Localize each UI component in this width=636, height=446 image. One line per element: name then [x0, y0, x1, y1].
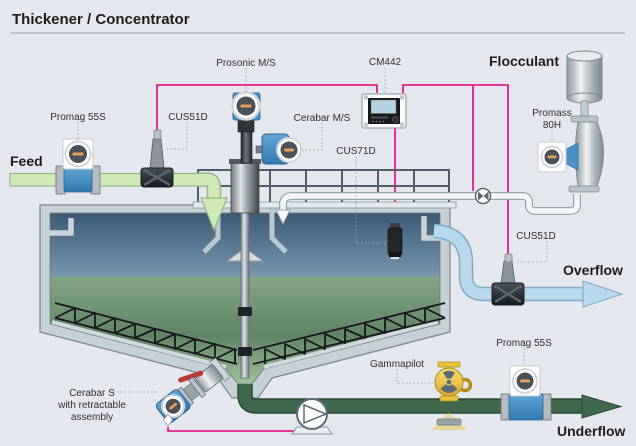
underflow-pump: [291, 398, 333, 435]
label-leaders: [77, 68, 553, 393]
overflow-arrow: [582, 280, 624, 308]
rake-truss: [54, 302, 446, 365]
feedwell-baffle-right: [269, 209, 288, 254]
cus71d-label: CUS71D: [336, 146, 375, 157]
promag-underflow-label: Promag 55S: [496, 338, 552, 349]
cm442-screen: [370, 99, 397, 114]
promag-55s-underflow: [500, 365, 552, 421]
cerabar-s-label-line1: Cerabar S: [69, 388, 115, 399]
cus51d-feed-sensor: [140, 129, 174, 188]
gammapilot-device: [431, 361, 473, 430]
cus51d-overflow-sensor: [491, 253, 525, 306]
promag-feed-label: Promag 55S: [50, 112, 106, 123]
underflow-arrow: [581, 394, 623, 419]
cerabar-ms-label: Cerabar M/S: [294, 113, 351, 124]
cus71d-sensor: [387, 223, 403, 260]
underflow-label: Underflow: [557, 423, 626, 439]
cerabar-s-label-line2: with retractable: [57, 400, 126, 411]
gamma-detector: [436, 418, 462, 426]
dosing-pump: [474, 187, 492, 205]
weir-left: [48, 218, 74, 236]
flocculant-label: Flocculant: [489, 53, 559, 69]
flocculant-tank: [566, 50, 603, 118]
overflow-pipe: [433, 223, 624, 308]
cerabar-s-device: [155, 357, 231, 427]
drive-column: [229, 159, 261, 214]
promass-label-line2: 80H: [543, 120, 561, 131]
promass-label-line1: Promass: [532, 108, 571, 119]
cerabar-s-label-line3: assembly: [71, 412, 113, 423]
signal-lines: [156, 84, 509, 432]
valve-handle: [178, 370, 204, 383]
bridge-deck: [192, 201, 457, 209]
cm442-label: CM442: [369, 57, 402, 68]
cus51d-feed-label: CUS51D: [168, 112, 207, 123]
cus51d-overflow-label: CUS51D: [516, 231, 555, 242]
radiation-icon: [440, 370, 458, 393]
page-title: Thickener / Concentrator: [12, 11, 190, 28]
cerabar-ms-device: [255, 133, 302, 165]
flocculant-pipe: [275, 187, 581, 226]
prosonic-label: Prosonic M/S: [216, 58, 276, 69]
gammapilot-label: Gammapilot: [370, 359, 424, 370]
feed-label: Feed: [10, 153, 43, 169]
promass-80h-device: [537, 115, 604, 193]
overflow-label: Overflow: [563, 262, 623, 278]
promag-55s-feed: [55, 138, 101, 195]
flocculant-arrow: [275, 209, 291, 226]
cm442-controller: [361, 93, 407, 129]
underflow-pipe: [237, 384, 623, 419]
prosonic-ms-device: [231, 91, 261, 164]
feed-arrow: [200, 197, 228, 232]
